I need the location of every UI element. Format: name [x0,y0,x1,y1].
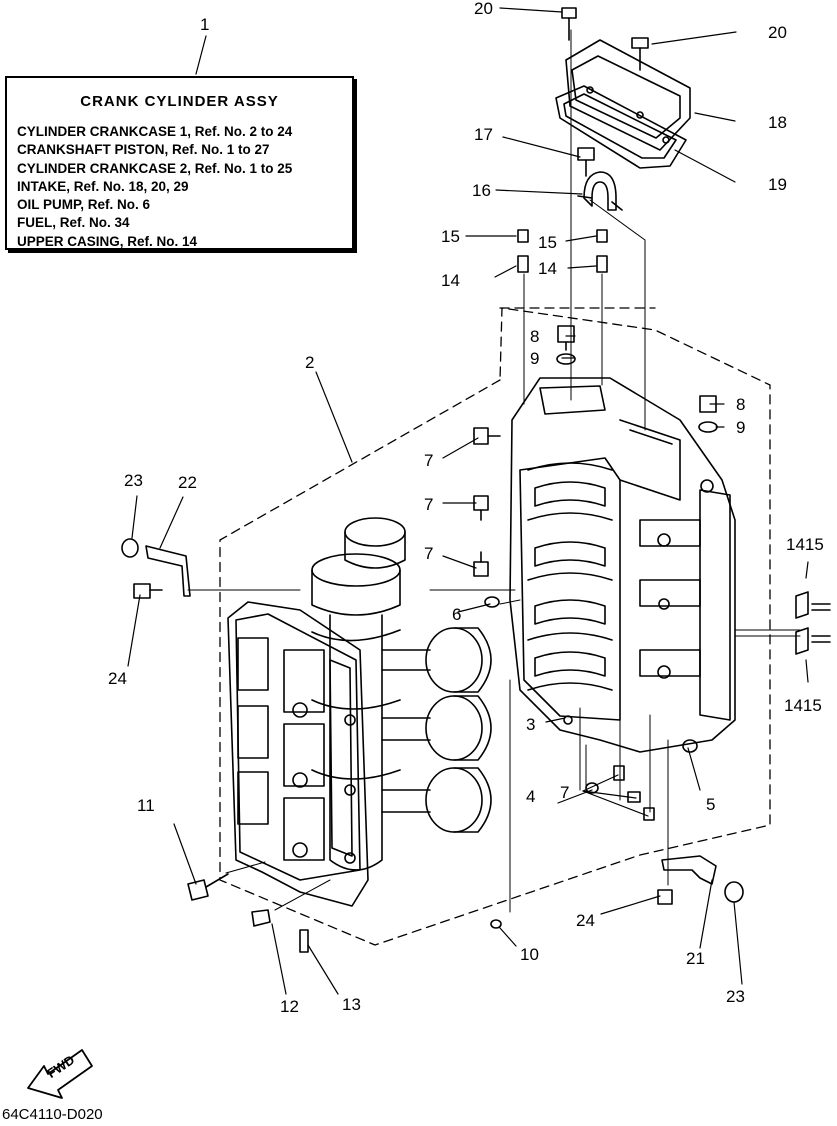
hose-clamp-16 [577,171,623,211]
callout-20: 20 [768,23,787,42]
callout-17: 17 [474,125,493,144]
callout-7: 7 [424,495,434,514]
callout-15: 15 [441,227,460,246]
callout-15: 15 [538,233,557,252]
callout-2: 2 [305,353,315,372]
callout-12: 12 [280,997,299,1016]
legend-line: OIL PUMP, Ref. No. 6 [17,197,151,213]
callout-22: 22 [178,473,197,492]
leader-lines [127,7,809,995]
callout-8: 8 [736,395,746,414]
crankcase-half-left [227,601,369,907]
callout-3: 3 [526,715,536,734]
callout-10: 10 [520,945,539,964]
callout-7: 7 [424,544,434,563]
callout-21: 21 [686,949,705,968]
callout-1415: 1415 [786,535,824,554]
crankshaft-piston-assembly [311,517,492,871]
fasteners [121,7,831,953]
legend-line: CYLINDER CRANKCASE 2, Ref. No. 1 to 25 [17,160,293,176]
legend-title: CRANK CYLINDER ASSY [80,93,279,110]
legend-line: FUEL, Ref. No. 34 [17,215,130,231]
callout-4: 4 [526,787,536,806]
crankcase-half-right [509,377,736,753]
callout-7: 7 [560,783,570,802]
callout-5: 5 [706,795,716,814]
callout-24: 24 [576,911,595,930]
cover-plate-and-gasket [555,39,691,169]
callout-24: 24 [108,669,127,688]
callout-14: 14 [441,271,460,290]
legend-line: UPPER CASING, Ref. No. 14 [17,233,198,249]
callout-9: 9 [736,418,746,437]
callout-1415: 1415 [784,696,822,715]
drawing-code: 64C4110-D020 [2,1106,103,1123]
callout-11: 11 [137,796,155,815]
callout-19: 19 [768,175,787,194]
fwd-direction-arrow [27,1049,93,1099]
callout-8: 8 [530,327,540,346]
callout-1: 1 [200,15,210,34]
legend-list: CYLINDER CRANKCASE 1, Ref. No. 2 to 24 C… [17,123,292,251]
callout-16: 16 [472,181,491,200]
legend-line: CRANKSHAFT PISTON, Ref. No. 1 to 27 [17,142,270,158]
callout-23: 23 [124,471,143,490]
callout-9: 9 [530,349,540,368]
legend-line: INTAKE, Ref. No. 18, 20, 29 [17,178,189,194]
callout-23: 23 [726,987,745,1006]
legend-line: CYLINDER CRANKCASE 1, Ref. No. 2 to 24 [17,124,293,139]
parts-legend-box: CRANK CYLINDER ASSY CYLINDER CRANKCASE 1… [5,76,354,250]
callout-6: 6 [452,605,462,624]
callout-14: 14 [538,259,557,278]
dashed-assembly-outline [219,307,771,946]
callout-20: 20 [474,0,493,18]
callout-18: 18 [768,113,787,132]
callout-7: 7 [424,451,434,470]
callout-13: 13 [342,995,361,1014]
